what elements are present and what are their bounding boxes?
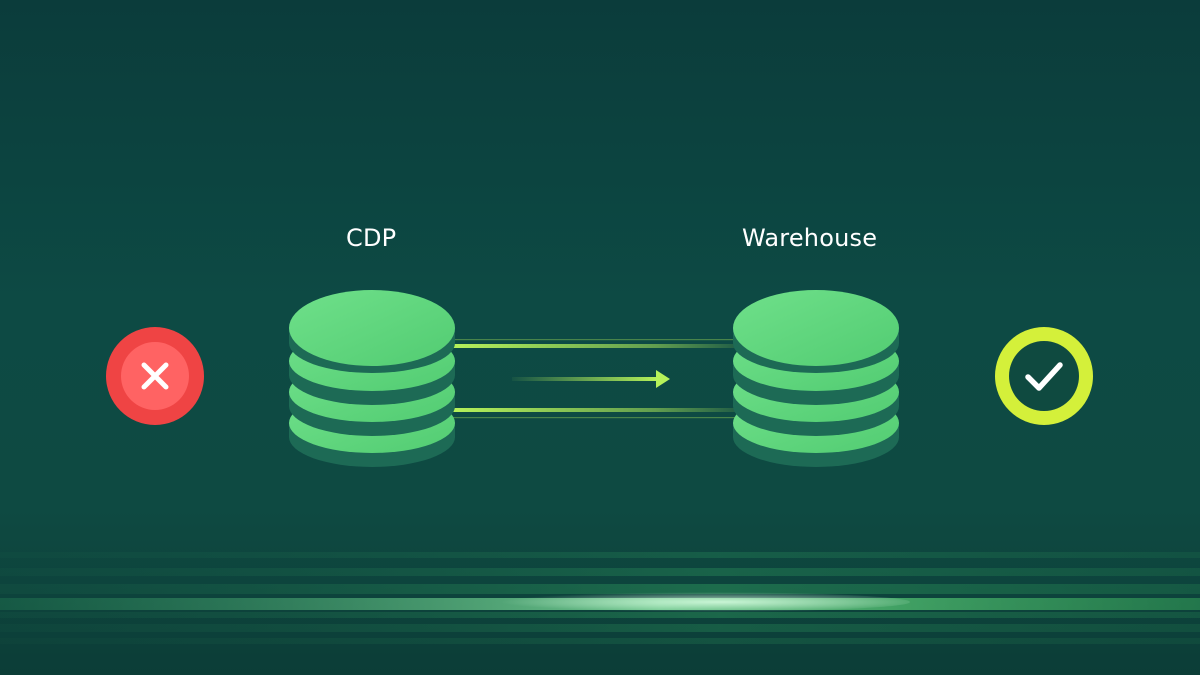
flow-arrow-icon: [512, 370, 670, 388]
cdp-label: CDP: [346, 224, 397, 252]
bottom-connector-line: [452, 408, 742, 412]
top-connector-line: [452, 344, 742, 348]
check-icon: [995, 327, 1093, 425]
bottom-glow-band: [0, 552, 1200, 644]
warehouse-label: Warehouse: [742, 224, 878, 252]
bottom-connector-thin-line: [452, 417, 742, 419]
cdp-database-icon: [289, 290, 455, 467]
top-connector-thin-line: [452, 339, 742, 341]
warehouse-database-icon: [733, 290, 899, 467]
connector-lines: [452, 339, 742, 419]
x-icon: [106, 327, 204, 425]
